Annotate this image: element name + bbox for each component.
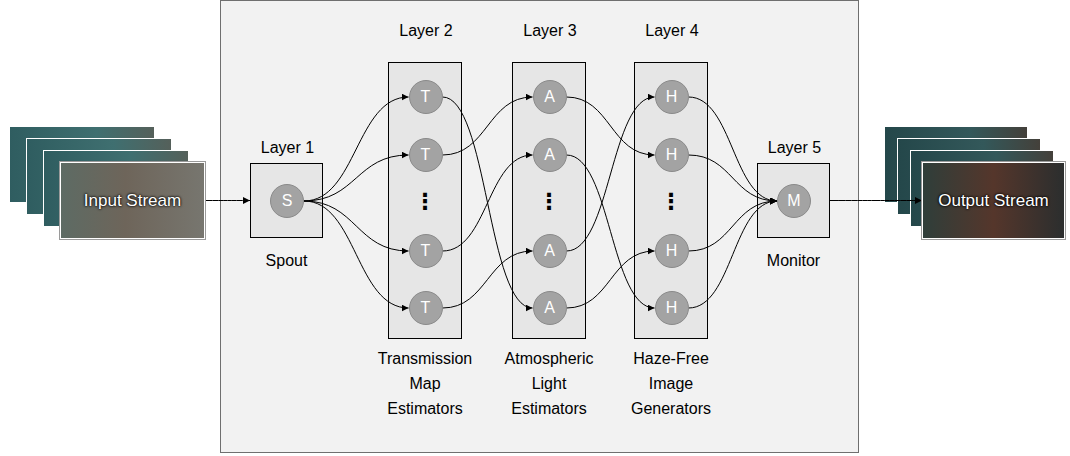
bolt-circle: A <box>533 80 567 114</box>
stream-frame: Input Stream <box>60 162 205 239</box>
bolt-letter: T <box>421 242 431 260</box>
bolt-circle: A <box>533 291 567 325</box>
connector-arrow <box>689 97 778 201</box>
layer-caption: Transmission Map Estimators <box>373 346 477 421</box>
bolt-letter: A <box>544 88 555 106</box>
stream-label: Output Stream <box>938 191 1049 211</box>
text-holder: M <box>778 185 810 217</box>
connector-arrow <box>689 201 778 308</box>
connector-arrow <box>830 200 922 201</box>
text-holder: T <box>410 139 442 171</box>
text-holder: H <box>656 235 688 267</box>
bolt-letter: H <box>666 88 678 106</box>
text-holder: ⋮ <box>651 182 691 222</box>
stream-label: Input Stream <box>84 191 181 211</box>
text-holder: Input Stream <box>61 163 204 238</box>
connector-arrow <box>304 201 409 251</box>
bolt-circle: H <box>655 80 689 114</box>
bolt-circle: H <box>655 234 689 268</box>
bolt-letter: H <box>666 299 678 317</box>
text-holder: T <box>410 235 442 267</box>
text-holder: T <box>410 292 442 324</box>
text-holder: Layer 2 <box>359 21 493 41</box>
layer-caption: Spout <box>235 248 339 273</box>
connector-arrow <box>443 97 533 308</box>
text-holder: H <box>656 81 688 113</box>
connector-arrow <box>567 97 655 155</box>
text-holder: Layer 1 <box>221 138 354 158</box>
layer-heading: Layer 1 <box>221 138 354 158</box>
text-holder: S <box>271 185 303 217</box>
connector-arrow <box>443 155 533 251</box>
text-holder: ⋮ <box>405 182 445 222</box>
text-holder: Haze-Free Image Generators <box>619 346 723 421</box>
text-holder: Layer 3 <box>483 21 617 41</box>
connector-arrow <box>304 201 409 308</box>
layer-box-fill <box>513 63 586 339</box>
bolt-letter: A <box>544 146 555 164</box>
text-holder: Atmospheric Light Estimators <box>497 346 601 421</box>
text-holder: Output Stream <box>923 163 1064 238</box>
ellipsis-mark: ⋮ <box>538 191 560 213</box>
text-holder: A <box>534 235 566 267</box>
layer-box: Layer 1SpoutS <box>250 163 323 238</box>
layer-caption: Haze-Free Image Generators <box>619 346 723 421</box>
connector-arrow <box>567 251 655 308</box>
connector-arrow <box>304 97 409 201</box>
layer-heading: Layer 3 <box>483 21 617 41</box>
bolt-letter: T <box>421 88 431 106</box>
text-holder: Layer 5 <box>728 138 861 158</box>
layer-box: Layer 5MonitorM <box>757 163 830 238</box>
connector-arrow <box>689 155 778 201</box>
bolt-letter: H <box>666 146 678 164</box>
text-holder: H <box>656 292 688 324</box>
text-holder: T <box>410 81 442 113</box>
bolt-circle: M <box>777 184 811 218</box>
layer-heading: Layer 2 <box>359 21 493 41</box>
ellipsis-mark: ⋮ <box>660 191 682 213</box>
bolt-letter: A <box>544 242 555 260</box>
layer-box-fill <box>389 63 462 339</box>
stream-frame: Output Stream <box>922 162 1065 239</box>
text-holder: ⋮ <box>529 182 569 222</box>
bolt-circle: A <box>533 234 567 268</box>
text-holder: Spout <box>235 248 339 273</box>
text-holder: Layer 4 <box>605 21 739 41</box>
bolt-letter: T <box>421 146 431 164</box>
bolt-letter: H <box>666 242 678 260</box>
bolt-circle: A <box>533 138 567 172</box>
connector-arrow <box>567 97 655 251</box>
outer-panel <box>221 1 859 453</box>
connector-arrow <box>304 155 409 201</box>
bolt-letter: A <box>544 299 555 317</box>
bolt-circle: T <box>409 291 443 325</box>
layer-heading: Layer 5 <box>728 138 861 158</box>
layer-caption: Atmospheric Light Estimators <box>497 346 601 421</box>
ellipsis-mark: ⋮ <box>414 191 436 213</box>
connector-arrow <box>443 251 533 308</box>
text-holder: A <box>534 292 566 324</box>
bolt-letter: M <box>787 192 800 210</box>
connector-arrow <box>443 97 533 155</box>
bolt-circle: H <box>655 138 689 172</box>
bolt-circle: S <box>270 184 304 218</box>
layer-heading: Layer 4 <box>605 21 739 41</box>
text-holder: Monitor <box>742 248 846 273</box>
text-holder: H <box>656 139 688 171</box>
bolt-letter: S <box>282 192 293 210</box>
text-holder: A <box>534 139 566 171</box>
text-holder: A <box>534 81 566 113</box>
bolt-letter: T <box>421 299 431 317</box>
bolt-circle: T <box>409 80 443 114</box>
connector-arrow <box>205 200 250 201</box>
connector-arrow <box>689 201 778 251</box>
layer-caption: Monitor <box>742 248 846 273</box>
connector-arrow <box>567 155 655 308</box>
layer-box-fill <box>635 63 708 339</box>
bolt-circle: H <box>655 291 689 325</box>
bolt-circle: T <box>409 138 443 172</box>
text-holder: Transmission Map Estimators <box>373 346 477 421</box>
bolt-circle: T <box>409 234 443 268</box>
